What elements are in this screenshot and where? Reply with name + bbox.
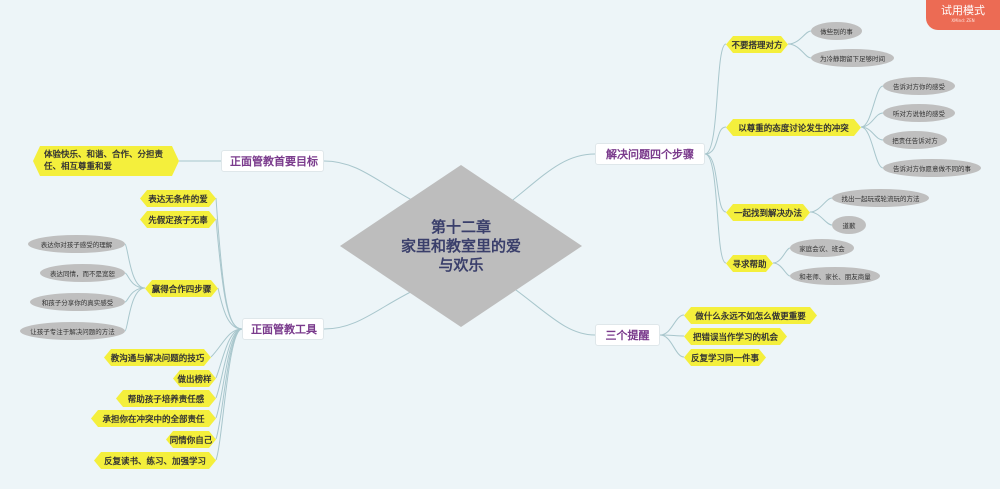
win-step-empathy[interactable]: 表达同情，而不是宽恕	[40, 264, 125, 282]
step4-talk-to-adults-friends[interactable]: 和老师、家长、朋友商量	[790, 267, 880, 285]
goal-item[interactable]: 体验快乐、和谐、合作、分担责任、相互尊重和爱	[33, 146, 179, 176]
step2-listen-their-feelings[interactable]: 听对方说他的感受	[883, 104, 955, 122]
trial-mode-label: 试用模式	[941, 4, 985, 17]
step1-cooling-time[interactable]: 为冷静期留下足够时间	[811, 49, 894, 67]
tool-item-communication-skills[interactable]: 教沟通与解决问题的技巧	[104, 349, 211, 366]
tool-item-win-cooperation[interactable]: 赢得合作四步骤	[145, 280, 218, 297]
reminder-how-over-what[interactable]: 做什么永远不如怎么做更重要	[684, 307, 817, 324]
tool-item-self-compassion[interactable]: 同情你自己	[166, 431, 216, 448]
central-topic-line-3: 与欢乐	[438, 255, 484, 274]
xmind-brand-label: XMind: ZEN	[951, 18, 975, 23]
step2-tell-your-feelings[interactable]: 告诉对方你的感受	[883, 77, 955, 95]
tool-item-assume-innocent[interactable]: 先假定孩子无辜	[140, 211, 216, 228]
step-ignore-each-other[interactable]: 不要搭理对方	[726, 36, 788, 53]
tool-item-reread-practice[interactable]: 反复读书、练习、加强学习	[94, 452, 216, 469]
step2-tell-responsibility[interactable]: 把责任告诉对方	[883, 131, 947, 149]
central-topic-line-2: 家里和教室里的爱	[400, 236, 521, 255]
step2-willing-to-change[interactable]: 告诉对方你愿意做不同的事	[883, 159, 981, 177]
step-find-solution-together[interactable]: 一起找到解决办法	[726, 204, 810, 221]
tool-item-own-conflict-share[interactable]: 承担你在冲突中的全部责任	[91, 410, 216, 427]
branch-goal[interactable]: 正面管教首要目标	[221, 150, 324, 172]
reminder-repeat-learning[interactable]: 反复学习同一件事	[684, 349, 766, 366]
branch-reminders[interactable]: 三个提醒	[595, 324, 660, 346]
step3-apologize[interactable]: 道歉	[832, 216, 866, 234]
step-seek-help[interactable]: 寻求帮助	[726, 255, 773, 272]
tool-item-be-role-model[interactable]: 做出榜样	[173, 370, 216, 387]
win-step-share-feelings[interactable]: 和孩子分享你的真实感受	[30, 293, 125, 311]
central-topic-line-1: 第十二章	[430, 217, 491, 236]
branch-tools[interactable]: 正面管教工具	[242, 318, 324, 340]
branch-steps[interactable]: 解决问题四个步骤	[595, 143, 705, 165]
step4-family-class-meeting[interactable]: 家庭会议、班会	[790, 239, 854, 257]
trial-mode-badge[interactable]: 试用模式 XMind: ZEN	[926, 0, 1000, 30]
tool-item-responsibility[interactable]: 帮助孩子培养责任感	[116, 390, 216, 407]
step-discuss-respectfully[interactable]: 以尊重的态度讨论发生的冲突	[726, 119, 861, 136]
tool-item-unconditional-love[interactable]: 表达无条件的爱	[140, 190, 216, 207]
win-step-focus-solutions[interactable]: 让孩子专注于解决问题的方法	[20, 322, 125, 340]
step3-play-or-take-turns[interactable]: 找出一起玩或轮流玩的方法	[832, 189, 929, 207]
win-step-understand-feelings[interactable]: 表达你对孩子感受的理解	[28, 235, 125, 253]
reminder-mistakes-learning[interactable]: 把错误当作学习的机会	[684, 328, 787, 345]
step1-do-something-else[interactable]: 做些别的事	[811, 22, 862, 40]
